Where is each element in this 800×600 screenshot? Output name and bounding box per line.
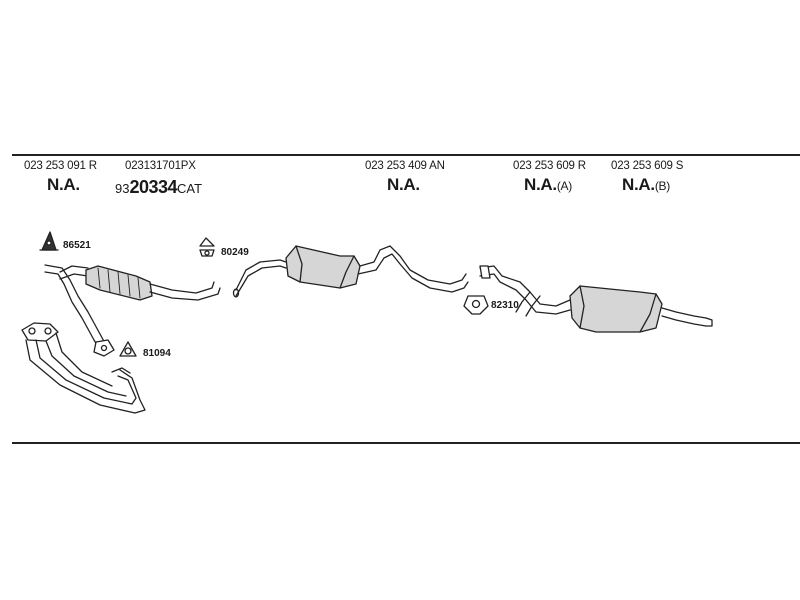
clamp-80249 bbox=[199, 237, 215, 257]
part-number-front-pipe: 023 253 091 R bbox=[24, 160, 97, 172]
part-number-catalytic-converter: 023131701PX bbox=[125, 160, 196, 172]
top-divider bbox=[12, 154, 800, 156]
catalytic-converter bbox=[85, 265, 221, 301]
part-number-rear-silencer-a: 023 253 609 R bbox=[513, 160, 586, 172]
part-number-rear-silencer-b: 023 253 609 S bbox=[611, 160, 684, 172]
gasket-81094 bbox=[119, 341, 137, 357]
callout-86521: 86521 bbox=[63, 240, 91, 251]
rear-silencer bbox=[479, 265, 713, 333]
availability-front-pipe: N.A. bbox=[47, 175, 80, 194]
exhaust-manifold bbox=[21, 322, 146, 414]
callout-81094: 81094 bbox=[143, 348, 171, 359]
clamp-82310 bbox=[463, 295, 489, 315]
availability-rear-silencer-a: N.A.(A) bbox=[524, 175, 572, 194]
callout-82310: 82310 bbox=[491, 300, 519, 311]
gasket-86521 bbox=[39, 231, 59, 251]
availability-middle-silencer: N.A. bbox=[387, 175, 420, 194]
callout-80249: 80249 bbox=[221, 247, 249, 258]
part-number-middle-silencer: 023 253 409 AN bbox=[365, 160, 445, 172]
front-pipe bbox=[44, 264, 115, 357]
middle-silencer bbox=[232, 245, 469, 298]
bottom-divider bbox=[12, 442, 800, 444]
availability-rear-silencer-b: N.A.(B) bbox=[622, 175, 670, 194]
catalytic-converter-code: 9320334CAT bbox=[115, 177, 203, 197]
